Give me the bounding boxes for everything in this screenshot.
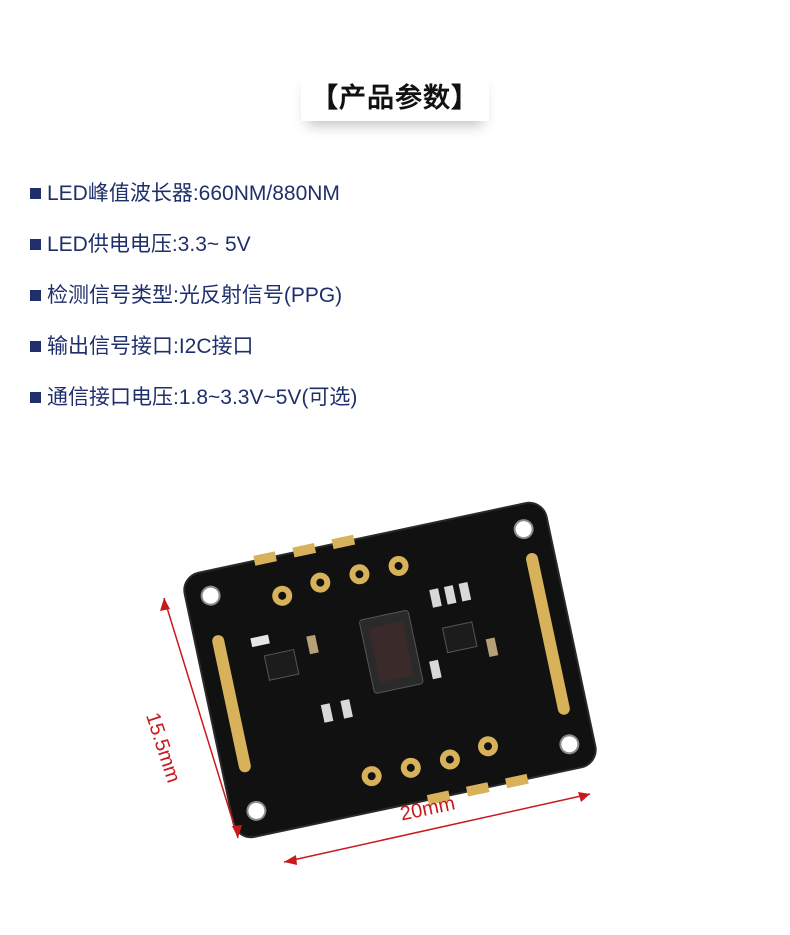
pcb-illustration xyxy=(160,501,597,865)
spec-list: LED峰值波长器:660NM/880NM LED供电电压:3.3~ 5V 检测信… xyxy=(30,166,770,421)
spec-text: 通信接口电压:1.8~3.3V~5V(可选) xyxy=(47,385,358,409)
page-title: 【产品参数】 xyxy=(0,70,790,121)
square-bullet-icon xyxy=(30,341,41,352)
spec-item: 输出信号接口:I2C接口 xyxy=(30,319,770,370)
spec-item: 通信接口电压:1.8~3.3V~5V(可选) xyxy=(30,370,770,421)
pcb-board xyxy=(183,501,597,839)
spec-item: 检测信号类型:光反射信号(PPG) xyxy=(30,268,770,319)
spec-text: 输出信号接口:I2C接口 xyxy=(47,334,254,358)
product-image: 15.5mm 20mm xyxy=(141,480,630,900)
page-title-text: 【产品参数】 xyxy=(301,70,489,121)
spec-text: 检测信号类型:光反射信号(PPG) xyxy=(47,283,343,307)
square-bullet-icon xyxy=(30,188,41,199)
spec-text: LED供电电压:3.3~ 5V xyxy=(47,232,251,256)
dimension-lines xyxy=(160,597,591,865)
spec-item: LED供电电压:3.3~ 5V xyxy=(30,217,770,268)
spec-text: LED峰值波长器:660NM/880NM xyxy=(47,181,340,205)
square-bullet-icon xyxy=(30,290,41,301)
square-bullet-icon xyxy=(30,239,41,250)
spec-item: LED峰值波长器:660NM/880NM xyxy=(30,166,770,217)
square-bullet-icon xyxy=(30,392,41,403)
